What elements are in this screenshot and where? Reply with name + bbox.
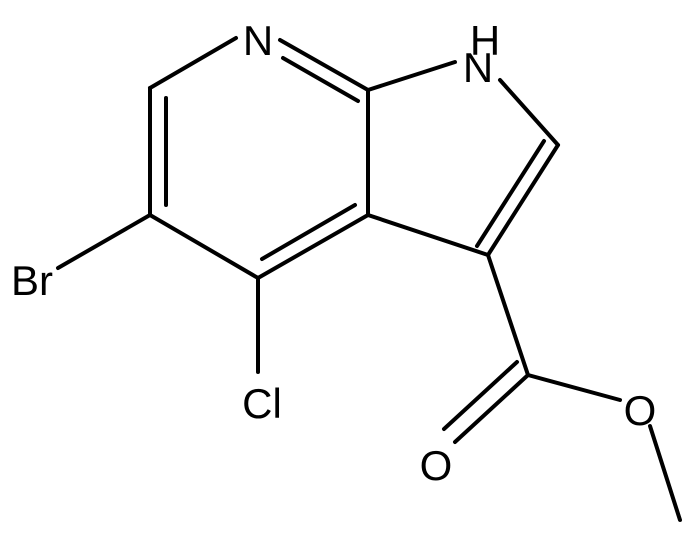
bond-c3-c3a	[366, 213, 490, 257]
bond-c2-c3	[486, 143, 560, 257]
bond-ccarbonyl-o-double-a	[453, 373, 530, 444]
bond-c5-br	[56, 213, 152, 270]
atom-cl-label: Cl	[242, 380, 282, 427]
bond-c3a-c4-double	[260, 203, 357, 261]
atom-o-ester-label: O	[624, 387, 657, 434]
atom-n1-label: N	[463, 44, 493, 91]
atom-n7-label: N	[243, 17, 273, 64]
bond-c7a-n1	[366, 60, 457, 92]
bond-ccarbonyl-o-double-b	[442, 360, 519, 431]
bond-c4-c5	[148, 213, 260, 280]
bond-n1-c2	[498, 78, 560, 147]
atom-br-label: Br	[11, 257, 53, 304]
bond-c2-c3-double	[475, 139, 546, 248]
bond-n7-c7a-double	[281, 56, 360, 103]
bond-c3a-c4	[256, 213, 370, 280]
bond-ccarbonyl-oester	[526, 373, 622, 402]
atom-h-label: H	[470, 17, 500, 64]
bond-oester-methyl	[648, 424, 682, 522]
bond-c3-ccarbonyl	[486, 253, 530, 377]
atom-o-carbonyl-label: O	[420, 442, 453, 489]
bond-n7-c7a	[278, 38, 370, 92]
bond-c6-n7	[148, 36, 238, 90]
